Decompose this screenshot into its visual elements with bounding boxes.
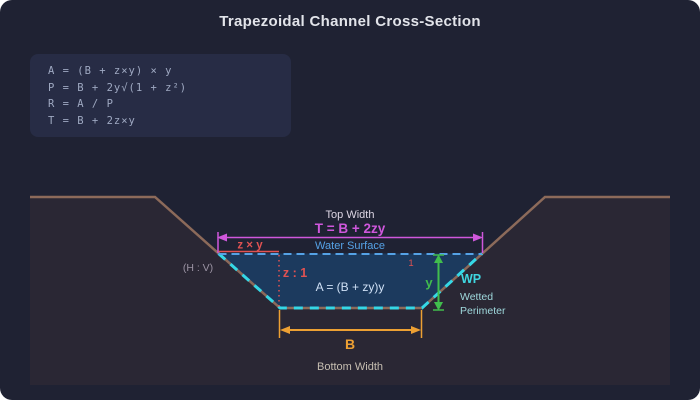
water-surface-label: Water Surface: [315, 240, 385, 252]
earth-cross-section: [30, 197, 670, 385]
bottom-width-extension-lines: [278, 310, 423, 338]
depth-dimension: [433, 254, 444, 311]
top-width-formula-label: T = B + 2zy: [315, 221, 386, 236]
wetted-perimeter-abbr-label: WP: [461, 272, 481, 286]
wetted-perimeter-word1-label: Wetted: [460, 291, 493, 303]
side-offset-label: z × y: [237, 240, 263, 252]
depth-arrowhead-up: [434, 254, 443, 263]
formula-area: A = (B + z×y) × y: [48, 65, 173, 77]
bottom-width-label: Bottom Width: [317, 361, 383, 373]
area-formula-label: A = (B + zy)y: [316, 280, 385, 294]
wetted-perimeter-line: [217, 252, 484, 310]
top-width-dimension: [217, 232, 484, 253]
top-width-ticks: [217, 232, 484, 253]
bottom-width-arrowhead-right: [411, 326, 421, 334]
depth-arrowhead-down: [434, 302, 443, 311]
formula-hydraulic-radius: R = A / P: [48, 98, 114, 110]
slope-unit-label: 1: [408, 258, 413, 269]
water-area: [218, 253, 482, 308]
top-width-arrowhead-right: [473, 233, 483, 242]
slope-ratio-label: z : 1: [283, 266, 307, 280]
wetted-perimeter-word2-label: Perimeter: [460, 305, 506, 317]
formula-wetted-perimeter: P = B + 2y√(1 + z²): [48, 81, 188, 94]
top-width-label: Top Width: [326, 209, 375, 221]
top-width-arrowhead-left: [217, 233, 227, 242]
depth-label: y: [425, 275, 433, 290]
ground-line: [30, 195, 670, 310]
slope-hv-label: (H : V): [183, 262, 213, 274]
bottom-width-dimension: [278, 310, 423, 338]
bottom-width-arrowhead-left: [280, 326, 290, 334]
bottom-width-symbol-label: B: [345, 336, 355, 352]
formula-top-width: T = B + 2z×y: [48, 114, 136, 127]
page-title: Trapezoidal Channel Cross-Section: [219, 13, 481, 30]
formula-panel: A = (B + z×y) × y P = B + 2y√(1 + z²) R …: [30, 54, 291, 137]
